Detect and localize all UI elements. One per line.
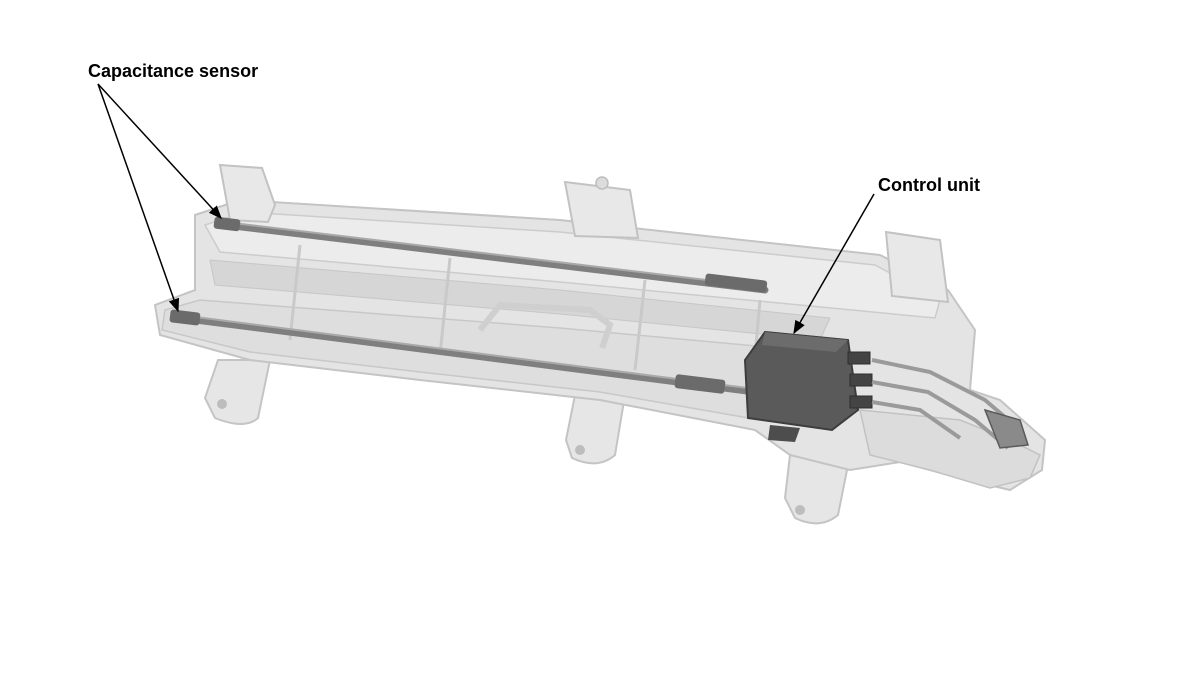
- leader-line-cap-lower: [97, 83, 180, 313]
- rail-frame-ribs: [288, 244, 762, 391]
- mounting-feet: [203, 359, 852, 525]
- bracket-center: [563, 180, 640, 240]
- leader-lines: [97, 83, 875, 335]
- mounting-hole-left: [217, 399, 227, 409]
- capacitance-sensor-upper: [213, 216, 769, 294]
- mounting-hole-center: [575, 445, 585, 455]
- capacitance-sensor-label: Capacitance sensor: [88, 61, 259, 81]
- control-unit: [743, 330, 1029, 450]
- control-unit-connector-3: [849, 395, 873, 409]
- mounting-hole-right: [795, 505, 805, 515]
- harness-connector: [983, 408, 1029, 449]
- leader-line-control-unit: [793, 193, 875, 335]
- front-extension: [859, 409, 1041, 489]
- bracket-right: [884, 230, 950, 304]
- control-unit-top-face: [762, 332, 848, 352]
- control-unit-mount-tab: [768, 425, 800, 442]
- mounting-foot-center: [564, 394, 627, 465]
- bracket-left: [218, 163, 277, 224]
- control-unit-connector-1: [847, 351, 871, 365]
- upright-brackets: [218, 163, 950, 304]
- capacitance-sensor-lower: [169, 309, 759, 396]
- bracket-center-knob: [595, 176, 609, 190]
- leader-line-cap-upper: [97, 83, 222, 219]
- harness-guide: [477, 301, 614, 349]
- control-unit-connector-2: [849, 373, 873, 387]
- capacitance-sensors: [169, 216, 769, 396]
- mounting-foot-left: [203, 359, 272, 425]
- control-unit-label: Control unit: [878, 175, 980, 195]
